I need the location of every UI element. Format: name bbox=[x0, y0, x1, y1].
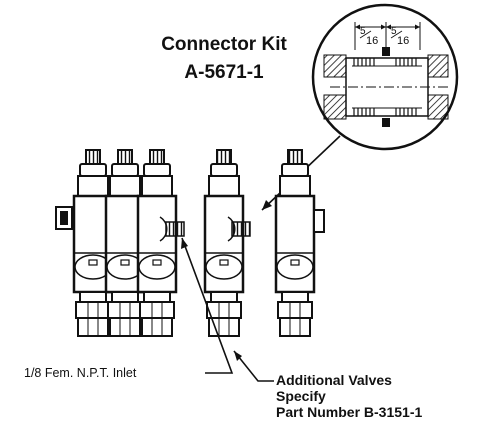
title-line1: Connector Kit bbox=[161, 34, 287, 55]
dim-left-numerator: 5 bbox=[360, 26, 366, 37]
valve-4 bbox=[203, 149, 251, 337]
additional-line2: Specify bbox=[276, 388, 326, 404]
title-line2: A-5671-1 bbox=[184, 62, 264, 83]
inlet-leader-line bbox=[181, 237, 234, 374]
dim-right-denominator: 16 bbox=[397, 35, 409, 47]
dim-left-denominator: 16 bbox=[366, 35, 378, 47]
valve-3 bbox=[136, 149, 185, 337]
additional-line3: Part Number B-3151-1 bbox=[276, 404, 422, 420]
additional-leader-line bbox=[233, 350, 274, 382]
side-fitting bbox=[55, 206, 73, 230]
valve-5 bbox=[274, 149, 325, 337]
additional-line1: Additional Valves bbox=[276, 372, 392, 388]
dim-right-numerator: 5 bbox=[391, 26, 397, 37]
connector-detail: 5 16 5 16 bbox=[311, 3, 459, 151]
inlet-label: 1/8 Fem. N.P.T. Inlet bbox=[24, 366, 137, 380]
